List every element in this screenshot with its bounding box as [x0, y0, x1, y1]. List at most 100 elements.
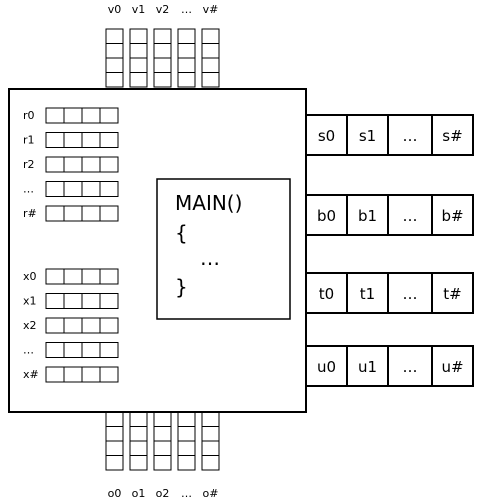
r-register-label: r2: [23, 158, 35, 171]
r-register-row: r0: [23, 107, 119, 124]
bus-cell: [387, 114, 433, 156]
top-port-cell: [105, 57, 124, 73]
bottom-port-label: o0: [108, 487, 122, 500]
r-register-cell: [63, 205, 83, 222]
bottom-port-cell: [153, 411, 172, 427]
top-port-label: …: [181, 3, 192, 16]
top-port-cell: [201, 28, 220, 44]
r-register-cell: [81, 156, 101, 173]
x-register-cell: [99, 317, 119, 334]
bottom-port-cell: [177, 426, 196, 442]
bus-cell: [346, 272, 389, 314]
bottom-port-label: o2: [156, 487, 170, 500]
top-port-stack: v0: [105, 3, 124, 88]
x-register-cell: [99, 366, 119, 383]
bottom-port-cell: [105, 426, 124, 442]
bottom-port-stack: o1: [129, 411, 148, 500]
x-register-cell: [45, 317, 65, 334]
bottom-port-cell: [201, 440, 220, 456]
r-register-cell: [45, 107, 65, 124]
x-register-cell: [45, 342, 65, 358]
main-code-line-4: }: [175, 275, 188, 299]
top-port-stack: …: [177, 3, 196, 88]
bus-cell-label: t0: [319, 285, 334, 303]
main-code-box: [156, 178, 291, 320]
bus-cell-label: b0: [317, 207, 336, 225]
x-register-cell: [81, 366, 101, 383]
top-port-cell: [129, 57, 148, 73]
x-register-label: x1: [23, 295, 37, 308]
top-port-stack: v1: [129, 3, 148, 88]
bottom-port-cell: [129, 426, 148, 442]
bottom-port-cell: [177, 455, 196, 471]
r-register-cell: [99, 205, 119, 222]
bus-cell-label: u#: [441, 358, 463, 376]
r-register-cell: [63, 181, 83, 197]
x-register-row: x#: [23, 366, 119, 383]
top-port-cell: [177, 28, 196, 44]
r-register-cell: [99, 156, 119, 173]
bottom-port-cell: [105, 411, 124, 427]
x-register-label: …: [23, 344, 34, 357]
bus-cell: [431, 194, 474, 236]
bus-cell-label: …: [403, 358, 418, 376]
top-port-cell: [201, 72, 220, 88]
bottom-port-cell: [105, 455, 124, 471]
x-register-label: x0: [23, 270, 37, 283]
top-port-cell: [129, 43, 148, 59]
bottom-port-cell: [201, 411, 220, 427]
top-port-stack: v2: [153, 3, 172, 88]
top-port-cell: [129, 72, 148, 88]
x-register-cell: [81, 268, 101, 285]
bus-cell: [431, 272, 474, 314]
bottom-port-label: …: [181, 487, 192, 500]
main-code-line-1: MAIN(): [175, 191, 242, 215]
top-port-cell: [201, 57, 220, 73]
bus-cell-label: …: [403, 127, 418, 145]
bottom-port-cell: [105, 440, 124, 456]
top-port-cell: [177, 72, 196, 88]
bottom-port-stacks: o0 o1 o2 … o#: [105, 411, 220, 500]
r-register-cell: [45, 132, 65, 148]
bus-cell-label: t1: [360, 285, 375, 303]
x-register-cell: [99, 342, 119, 358]
r-register-cell: [45, 156, 65, 173]
x-register-row: x1: [23, 293, 119, 309]
bus-cell: [346, 345, 389, 387]
top-port-cell: [177, 57, 196, 73]
x-register-cell: [81, 293, 101, 309]
bus-cell: [305, 345, 348, 387]
x-register-cell: [63, 317, 83, 334]
bottom-port-cell: [129, 440, 148, 456]
x-register-row: …: [23, 342, 119, 358]
bus-cell: [346, 114, 389, 156]
r-register-cell: [81, 107, 101, 124]
top-port-stack: v#: [201, 3, 220, 88]
x-register-cell: [81, 342, 101, 358]
bus-cell-label: u1: [358, 358, 377, 376]
top-port-cell: [177, 43, 196, 59]
bus-cell-label: s0: [318, 127, 335, 145]
r-register-cell: [63, 107, 83, 124]
top-port-label: v2: [156, 3, 170, 16]
r-register-label: r#: [23, 207, 37, 220]
x-register-cell: [81, 317, 101, 334]
top-port-cell: [105, 28, 124, 44]
r-register-group: r0 r1 r2 … r#: [23, 107, 119, 222]
r-register-row: …: [23, 181, 119, 197]
x-register-cell: [99, 293, 119, 309]
bus-cell-label: b1: [358, 207, 377, 225]
bus-cell-label: s1: [359, 127, 376, 145]
bottom-port-label: o#: [203, 487, 219, 500]
bus-cell-label: b#: [441, 207, 463, 225]
r-register-cell: [99, 132, 119, 148]
r-register-cell: [63, 156, 83, 173]
r-register-label: r1: [23, 134, 35, 147]
